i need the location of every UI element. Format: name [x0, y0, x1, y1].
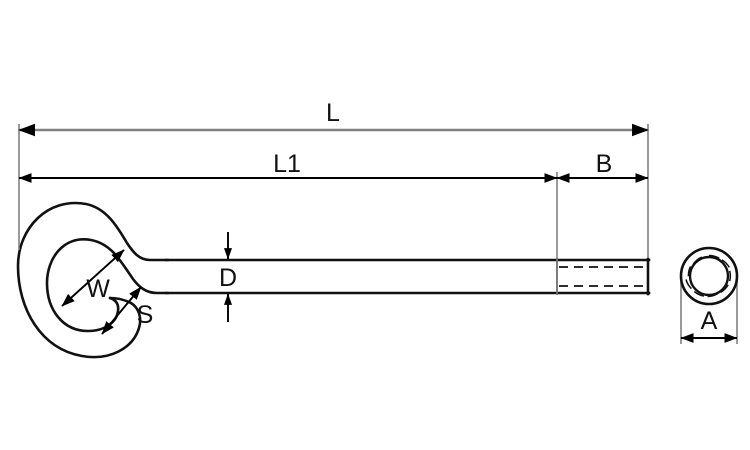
thread-tooth — [692, 256, 703, 265]
extension-lines — [18, 124, 738, 344]
dimension-line-S — [101, 286, 142, 335]
dimension-label-L1: L1 — [273, 150, 301, 178]
thread-tooth — [685, 279, 692, 290]
dimension-S: S — [101, 286, 154, 335]
thread-tooth — [707, 292, 719, 298]
end-view-group: A — [679, 246, 739, 343]
dimension-label-A: A — [701, 307, 718, 335]
dimension-label-L: L — [326, 99, 340, 127]
thread-tooth — [708, 254, 720, 259]
dimension-L: L — [18, 99, 649, 137]
end-view-outer-circle — [679, 246, 739, 306]
thread-tooth — [687, 266, 692, 277]
dimension-B: B — [556, 150, 649, 183]
thread-tooth — [693, 290, 705, 297]
shank-outline — [164, 257, 651, 296]
dimension-label-D: D — [219, 264, 237, 292]
dimension-line-W — [61, 249, 125, 307]
dimension-label-B: B — [596, 150, 613, 178]
thread-tooth — [721, 259, 730, 268]
dimension-label-W: W — [86, 275, 110, 303]
thread-tooth — [728, 270, 732, 282]
end-view-thread-teeth — [685, 254, 732, 298]
end-view-inner-circle — [688, 255, 730, 297]
thread-hidden-lines — [559, 266, 647, 287]
dimension-label-S: S — [137, 301, 154, 329]
dimension-D: D — [219, 232, 237, 322]
thread-tooth — [720, 284, 729, 293]
dimension-A: A — [680, 307, 738, 343]
side-view-group — [16, 201, 651, 359]
dimension-L1: L1 — [18, 150, 558, 183]
